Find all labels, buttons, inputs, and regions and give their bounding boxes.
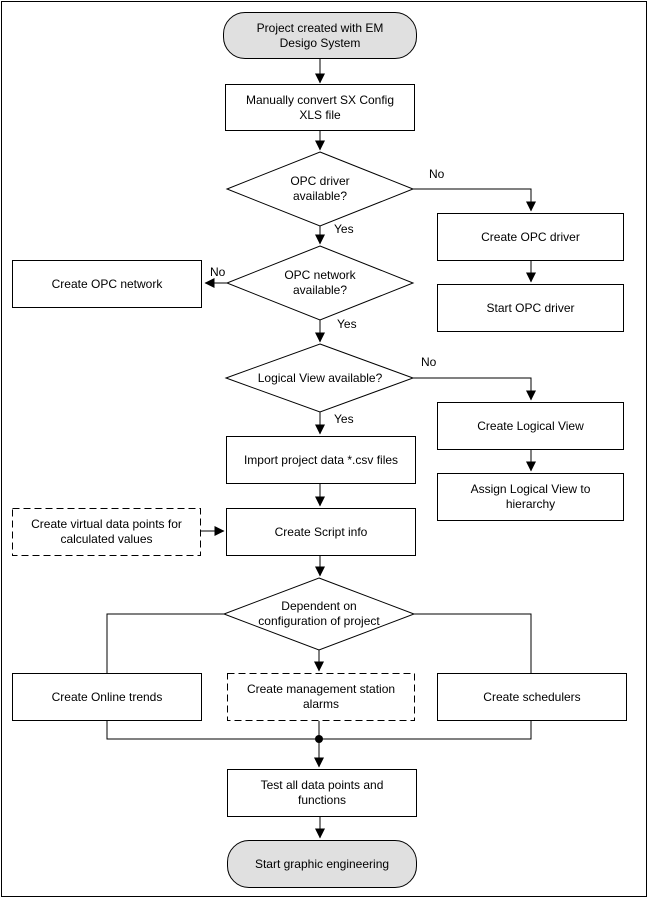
node-create-opc-driver: Create OPC driver [437,213,624,261]
decision-logical-view-label: Logical View available? [257,370,383,385]
edge-label-yes-logical-view: Yes [334,412,354,426]
node-create-virtual-data-points-shape [12,508,201,556]
node-create-management-alarms: Create management station alarms [228,674,414,720]
node-test-data-points-label: Test all data points and functions [260,778,384,807]
node-end-terminator-label: Start graphic engineering [254,856,390,871]
edge-label-yes-opc-driver: Yes [334,222,354,236]
decision-opc-driver-shape [225,151,415,227]
node-create-opc-driver-label: Create OPC driver [481,229,580,244]
connectors [106,58,536,839]
edge-label-no-logical-view: No [421,355,437,369]
node-create-opc-network-label: Create OPC network [51,276,163,291]
decision-opc-driver: OPC driver available? [270,160,370,218]
node-create-script-info-label: Create Script info [274,524,368,539]
decision-logical-view: Logical View available? [235,364,405,392]
node-create-opc-network: Create OPC network [12,260,202,308]
node-create-online-trends: Create Online trends [12,673,202,721]
merge-junction-dot [315,735,323,743]
node-create-online-trends-label: Create Online trends [51,689,163,704]
edge-config-to-online-trends [106,613,224,673]
node-end-terminator: Start graphic engineering [227,840,417,888]
node-assign-logical-view: Assign Logical View to hierarchy [437,473,624,521]
edge-opc-driver-no [413,188,536,212]
node-create-virtual-data-points-label: Create virtual data points for calculate… [31,517,182,546]
node-create-schedulers-label: Create schedulers [483,689,581,704]
node-start-label: Project created with EM Desigo System [256,20,384,50]
node-create-script-info: Create Script info [226,508,416,556]
decision-opc-network: OPC network available? [270,254,370,312]
node-manually-convert-label: Manually convert SX Config XLS file [245,92,395,122]
node-import-project-data-label: Import project data *.csv files [243,452,399,467]
node-test-data-points: Test all data points and functions [227,769,417,817]
node-create-virtual-data-points: Create virtual data points for calculate… [13,509,200,555]
node-manually-convert: Manually convert SX Config XLS file [225,84,415,131]
dashed-boxes [12,508,415,721]
decision-opc-network-label: OPC network available? [284,268,356,297]
decision-configuration: Dependent on configuration of project [249,590,389,638]
node-start-opc-driver: Start OPC driver [437,284,624,332]
node-start-terminator: Project created with EM Desigo System [223,12,417,59]
node-create-management-alarms-label: Create management station alarms [246,682,396,711]
edge-label-yes-opc-network: Yes [337,317,357,331]
decision-configuration-shape [222,577,416,651]
edge-label-no-opc-driver: No [429,167,445,181]
decision-opc-network-shape [225,245,415,321]
edge-config-to-schedulers [414,613,532,673]
node-create-logical-view-label: Create Logical View [477,418,584,433]
node-create-schedulers: Create schedulers [437,673,627,721]
decision-shapes [222,151,416,651]
decision-configuration-label: Dependent on configuration of project [258,599,380,628]
decision-logical-view-shape [224,343,415,413]
node-import-project-data: Import project data *.csv files [226,436,416,484]
node-assign-logical-view-label: Assign Logical View to hierarchy [470,482,591,511]
node-create-management-alarms-shape [227,673,415,721]
node-create-logical-view: Create Logical View [437,402,624,450]
decision-opc-driver-label: OPC driver available? [290,174,350,203]
edge-label-no-opc-network: No [210,265,226,279]
edge-logical-view-no [413,377,536,401]
node-start-opc-driver-label: Start OPC driver [486,300,575,315]
